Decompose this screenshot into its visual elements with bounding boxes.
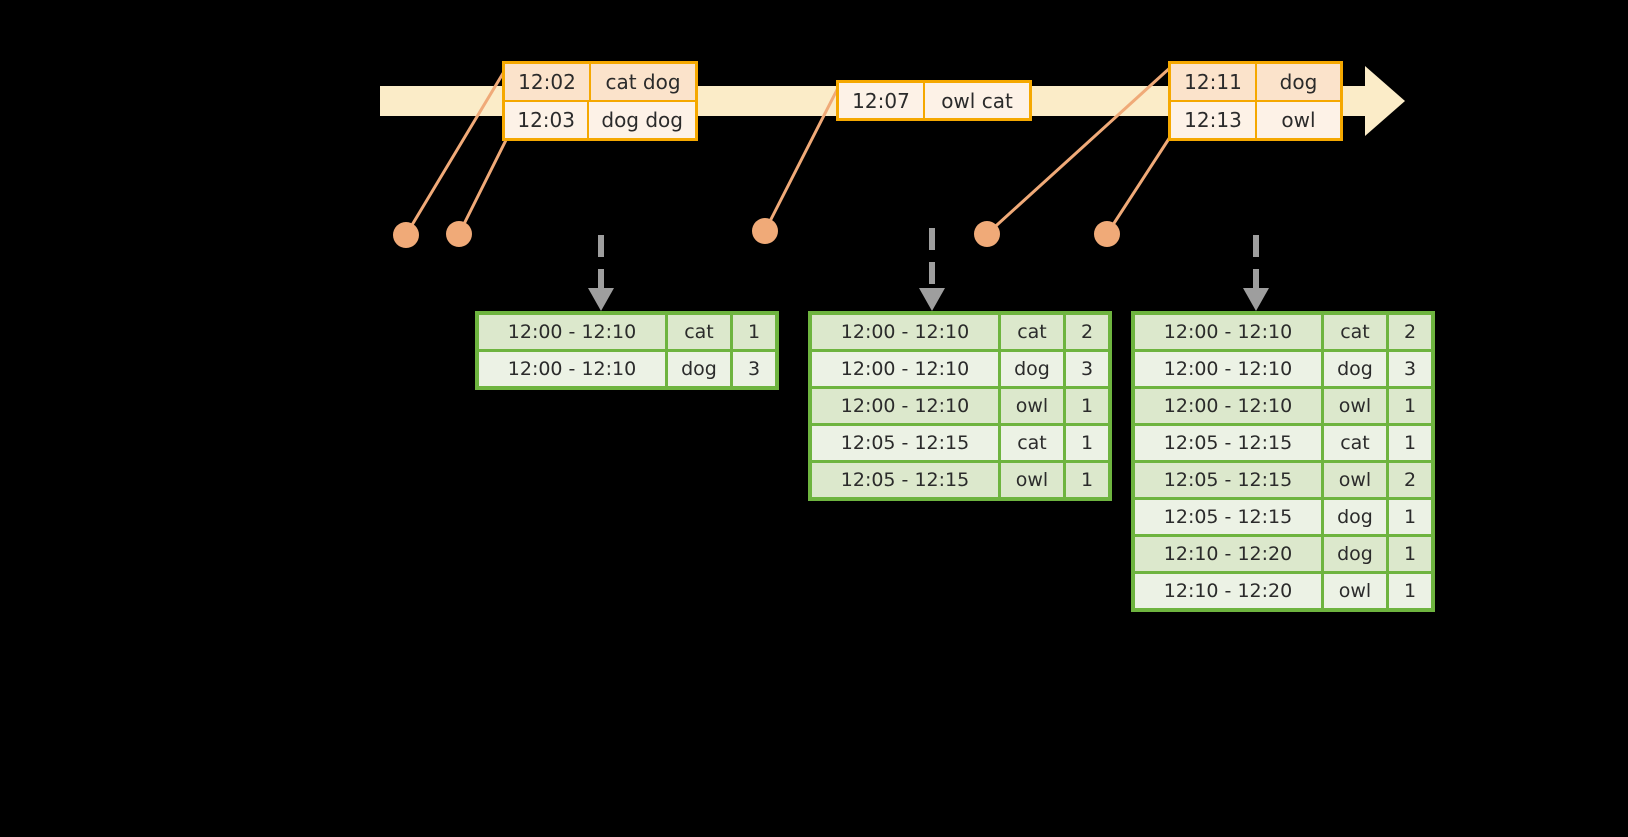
cell-word: dog xyxy=(1324,537,1386,571)
cell-window: 12:05 - 12:15 xyxy=(1135,426,1321,460)
event-words: owl cat xyxy=(925,83,1029,118)
cell-count: 1 xyxy=(1066,389,1108,423)
cell-count: 2 xyxy=(1389,315,1431,349)
event-words: dog xyxy=(1257,64,1340,100)
cell-count: 3 xyxy=(1389,352,1431,386)
table-row: 12:05 - 12:15 cat 1 xyxy=(812,426,1108,460)
cell-window: 12:05 - 12:15 xyxy=(812,463,998,497)
table-row: 12:00 - 12:10 cat 2 xyxy=(1135,315,1431,349)
cell-count: 1 xyxy=(1066,463,1108,497)
cell-word: dog xyxy=(1324,500,1386,534)
cell-window: 12:05 - 12:15 xyxy=(812,426,998,460)
event-time: 12:07 xyxy=(839,83,925,118)
cell-word: owl xyxy=(1001,389,1063,423)
dot-2 xyxy=(446,221,472,247)
cell-window: 12:05 - 12:15 xyxy=(1135,500,1321,534)
cell-word: cat xyxy=(1324,315,1386,349)
cell-word: dog xyxy=(1001,352,1063,386)
cell-count: 1 xyxy=(1389,574,1431,608)
cell-word: dog xyxy=(1324,352,1386,386)
cell-window: 12:00 - 12:10 xyxy=(812,352,998,386)
dot-4 xyxy=(974,221,1000,247)
cell-window: 12:10 - 12:20 xyxy=(1135,574,1321,608)
cell-count: 1 xyxy=(1066,426,1108,460)
table-row: 12:05 - 12:15 dog 1 xyxy=(1135,500,1431,534)
table-row: 12:00 - 12:10 cat 1 xyxy=(479,315,775,349)
result-table-2[interactable]: 12:00 - 12:10 cat 2 12:00 - 12:10 dog 3 … xyxy=(808,311,1112,501)
table-row: 12:00 - 12:10 dog 3 xyxy=(479,352,775,386)
cell-word: cat xyxy=(1324,426,1386,460)
event-words: cat dog xyxy=(591,64,695,100)
cell-count: 3 xyxy=(1066,352,1108,386)
event-words: dog dog xyxy=(589,102,695,138)
event-row: 12:13 owl xyxy=(1171,100,1340,138)
cell-window: 12:00 - 12:10 xyxy=(812,315,998,349)
cell-word: cat xyxy=(1001,426,1063,460)
cell-count: 1 xyxy=(733,315,775,349)
cell-count: 2 xyxy=(1389,463,1431,497)
connector-5 xyxy=(1105,132,1174,236)
dot-3 xyxy=(752,218,778,244)
cell-count: 1 xyxy=(1389,500,1431,534)
table-row: 12:05 - 12:15 owl 1 xyxy=(812,463,1108,497)
table-row: 12:00 - 12:10 dog 3 xyxy=(1135,352,1431,386)
cell-count: 1 xyxy=(1389,426,1431,460)
connector-1 xyxy=(404,68,507,237)
event-time: 12:03 xyxy=(505,102,590,138)
cell-count: 1 xyxy=(1389,537,1431,571)
cell-count: 1 xyxy=(1389,389,1431,423)
cell-window: 12:10 - 12:20 xyxy=(1135,537,1321,571)
cell-word: dog xyxy=(668,352,730,386)
table-row: 12:05 - 12:15 owl 2 xyxy=(1135,463,1431,497)
cell-window: 12:05 - 12:15 xyxy=(1135,463,1321,497)
cell-window: 12:00 - 12:10 xyxy=(1135,352,1321,386)
event-time: 12:02 xyxy=(505,64,591,100)
event-box-2[interactable]: 12:07 owl cat xyxy=(836,80,1032,121)
event-box-3[interactable]: 12:11 dog 12:13 owl xyxy=(1168,61,1343,141)
cell-word: owl xyxy=(1001,463,1063,497)
result-table-1[interactable]: 12:00 - 12:10 cat 1 12:00 - 12:10 dog 3 xyxy=(475,311,779,390)
table-row: 12:00 - 12:10 owl 1 xyxy=(812,389,1108,423)
dot-1 xyxy=(393,222,419,248)
event-box-1[interactable]: 12:02 cat dog 12:03 dog dog xyxy=(502,61,698,141)
event-row: 12:02 cat dog xyxy=(505,64,695,100)
trigger-arrows xyxy=(588,228,1269,311)
connector-3 xyxy=(763,82,842,233)
table-row: 12:00 - 12:10 dog 3 xyxy=(812,352,1108,386)
event-time: 12:13 xyxy=(1171,102,1257,138)
connector-2 xyxy=(457,134,510,236)
cell-word: cat xyxy=(668,315,730,349)
dot-5 xyxy=(1094,221,1120,247)
result-table-3[interactable]: 12:00 - 12:10 cat 2 12:00 - 12:10 dog 3 … xyxy=(1131,311,1435,612)
cell-window: 12:00 - 12:10 xyxy=(1135,389,1321,423)
event-time: 12:11 xyxy=(1171,64,1257,100)
cell-word: owl xyxy=(1324,463,1386,497)
cell-word: owl xyxy=(1324,389,1386,423)
cell-word: cat xyxy=(1001,315,1063,349)
table-row: 12:05 - 12:15 cat 1 xyxy=(1135,426,1431,460)
cell-word: owl xyxy=(1324,574,1386,608)
cell-window: 12:00 - 12:10 xyxy=(479,315,665,349)
table-row: 12:10 - 12:20 dog 1 xyxy=(1135,537,1431,571)
cell-window: 12:00 - 12:10 xyxy=(1135,315,1321,349)
cell-count: 2 xyxy=(1066,315,1108,349)
event-row: 12:07 owl cat xyxy=(839,83,1029,118)
event-words: owl xyxy=(1257,102,1340,138)
event-dots-group xyxy=(393,218,1120,248)
cell-window: 12:00 - 12:10 xyxy=(812,389,998,423)
cell-window: 12:00 - 12:10 xyxy=(479,352,665,386)
event-row: 12:03 dog dog xyxy=(505,100,695,138)
table-row: 12:10 - 12:20 owl 1 xyxy=(1135,574,1431,608)
table-row: 12:00 - 12:10 owl 1 xyxy=(1135,389,1431,423)
event-row: 12:11 dog xyxy=(1171,64,1340,100)
cell-count: 3 xyxy=(733,352,775,386)
table-row: 12:00 - 12:10 cat 2 xyxy=(812,315,1108,349)
